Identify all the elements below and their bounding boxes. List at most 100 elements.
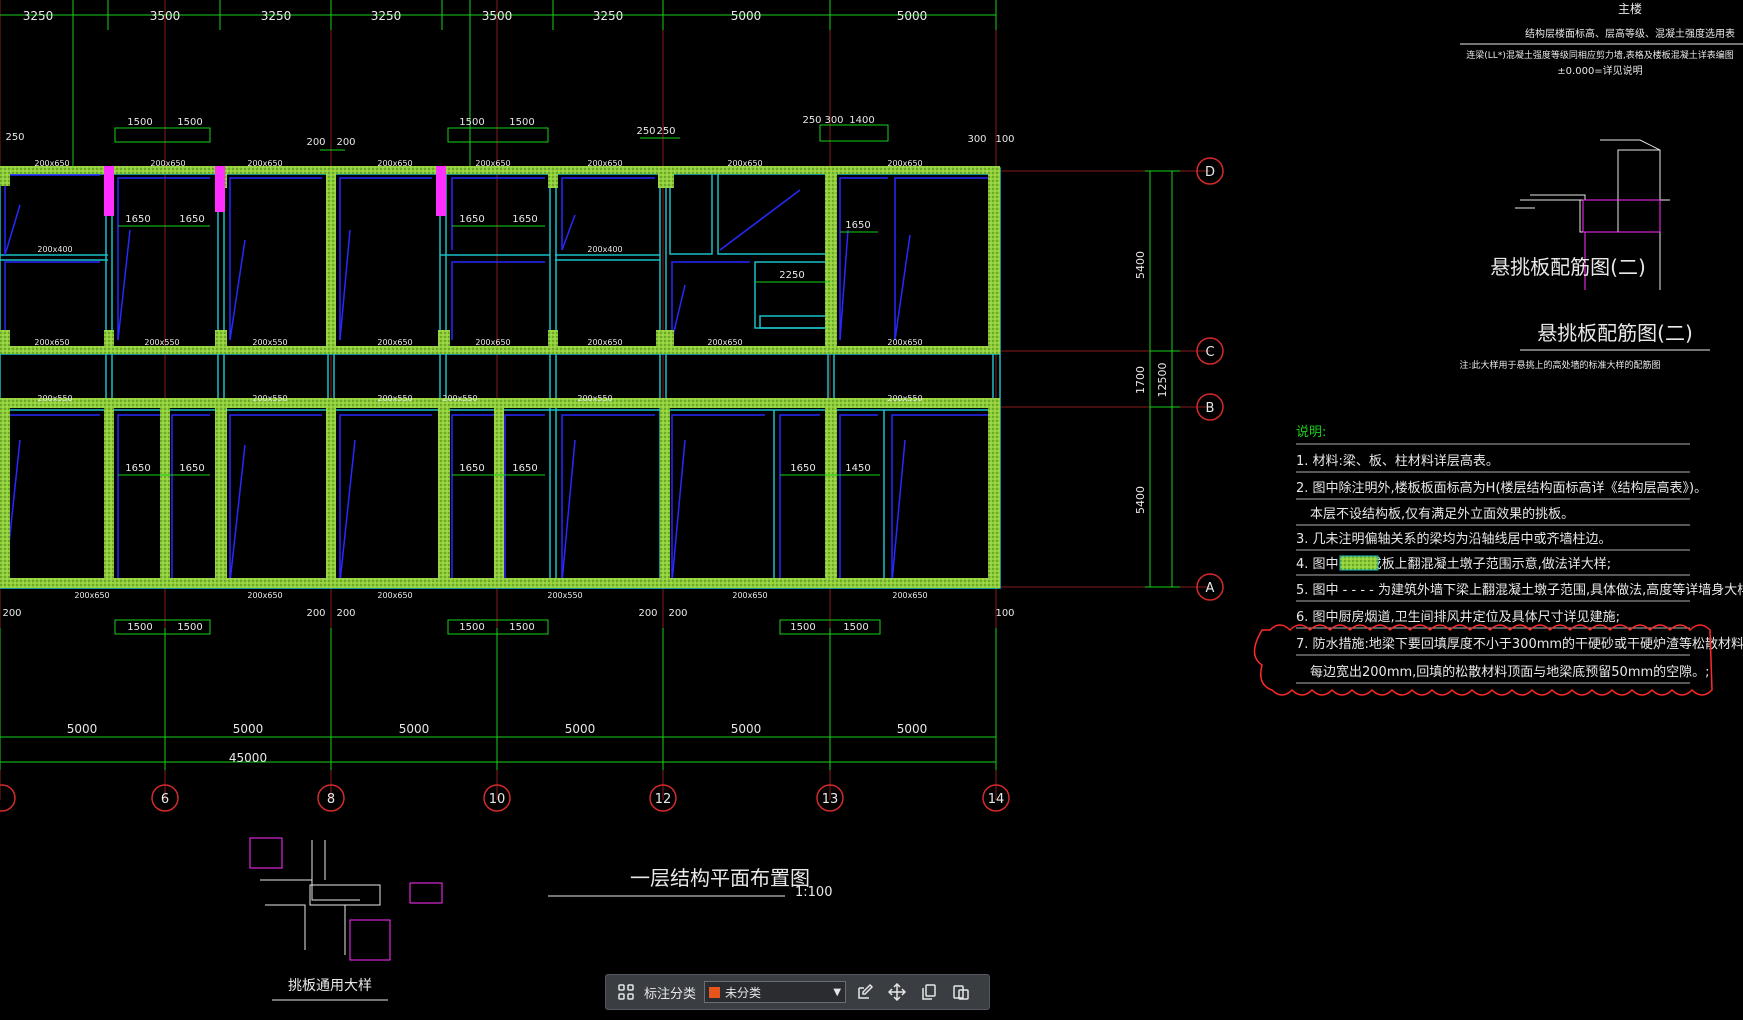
svg-text:13: 13 — [822, 792, 839, 807]
copy-icon[interactable] — [916, 979, 942, 1005]
axis-bubble-labels: 6 8 10 12 13 14 — [161, 792, 1004, 807]
svg-text:2. 图中除注明外,楼板板面标高为H(楼层结构面标高详《结构: 2. 图中除注明外,楼板板面标高为H(楼层结构面标高详《结构层高表》)。 — [1296, 480, 1707, 496]
svg-text:悬挑板配筋图(二): 悬挑板配筋图(二) — [1537, 321, 1693, 345]
svg-text:200: 200 — [2, 608, 21, 619]
svg-text:200x650: 200x650 — [34, 159, 69, 168]
svg-text:C: C — [1205, 345, 1214, 360]
svg-text:250: 250 — [636, 126, 655, 137]
svg-text:200: 200 — [336, 137, 355, 148]
columns — [0, 166, 1000, 588]
svg-text:200x650: 200x650 — [732, 591, 767, 600]
svg-text:1650: 1650 — [845, 220, 870, 231]
svg-text:300: 300 — [824, 115, 843, 126]
svg-text:主楼: 主楼 — [1618, 1, 1642, 16]
svg-text:7. 防水措施:地梁下要回填厚度不小于300mm的干硬砂或干: 7. 防水措施:地梁下要回填厚度不小于300mm的干硬砂或干硬炉渣等松散材料, — [1296, 636, 1743, 652]
grid-icon[interactable] — [614, 980, 638, 1004]
svg-text:200x650: 200x650 — [377, 338, 412, 347]
svg-text:1500: 1500 — [177, 117, 202, 128]
svg-text:200x650: 200x650 — [587, 159, 622, 168]
svg-text:200x550: 200x550 — [144, 338, 179, 347]
svg-text:3. 几未注明偏轴关系的梁均为沿轴线居中或齐墙柱边。: 3. 几未注明偏轴关系的梁均为沿轴线居中或齐墙柱边。 — [1296, 531, 1612, 547]
svg-text:200x650: 200x650 — [247, 591, 282, 600]
svg-text:200x550: 200x550 — [442, 394, 477, 403]
annotation-toolbar: 标注分类 未分类 ▼ — [605, 974, 990, 1010]
category-value: 未分类 — [725, 985, 762, 1000]
svg-text:1450: 1450 — [845, 463, 870, 474]
svg-text:200x650: 200x650 — [475, 159, 510, 168]
svg-text:结构层楼面标高、层高等级、混凝土强度选用表: 结构层楼面标高、层高等级、混凝土强度选用表 — [1525, 27, 1735, 40]
svg-text:200x400: 200x400 — [587, 245, 622, 254]
axis-bubbles-right — [1196, 157, 1224, 601]
svg-text:3250: 3250 — [371, 9, 402, 23]
svg-text:250: 250 — [656, 126, 675, 137]
right-dimension-chain — [1145, 170, 1180, 588]
sub-dimension-texts-bottom: 1500 1500 1500 1500 1500 1500 200 200 20… — [2, 608, 1014, 633]
move-icon[interactable] — [884, 979, 910, 1005]
svg-text:200x650: 200x650 — [727, 159, 762, 168]
svg-text:300: 300 — [967, 134, 986, 145]
svg-text:100: 100 — [995, 608, 1014, 619]
svg-text:200: 200 — [306, 137, 325, 148]
svg-text:5. 图中 - - - - 为建筑外墙下梁上翻混凝土墩子: 5. 图中 - - - - 为建筑外墙下梁上翻混凝土墩子范围,具体做法,高度等详… — [1296, 582, 1743, 598]
axis-bubble-labels-right: D C B A — [1205, 165, 1215, 596]
svg-text:100: 100 — [995, 134, 1014, 145]
svg-text:200x550: 200x550 — [577, 394, 612, 403]
beam-labels: 200x650 200x650 200x650 200x650 200x650 … — [34, 159, 927, 600]
svg-text:200x650: 200x650 — [887, 338, 922, 347]
svg-text:1650: 1650 — [512, 214, 537, 225]
slab-outlines — [4, 174, 988, 583]
svg-text:1500: 1500 — [127, 622, 152, 633]
svg-text:1400: 1400 — [849, 115, 874, 126]
svg-text:一层结构平面布置图: 一层结构平面布置图 — [630, 866, 810, 890]
svg-text:5000: 5000 — [897, 9, 928, 23]
chevron-down-icon: ▼ — [833, 986, 842, 998]
svg-text:1500: 1500 — [459, 117, 484, 128]
svg-text:1650: 1650 — [179, 463, 204, 474]
svg-text:注:此大样用于悬挑上的高处墙的标准大样的配筋图: 注:此大样用于悬挑上的高处墙的标准大样的配筋图 — [1459, 359, 1660, 371]
svg-text:B: B — [1206, 401, 1215, 416]
category-select[interactable]: 未分类 ▼ — [704, 981, 847, 1003]
svg-text:12: 12 — [655, 792, 672, 807]
category-swatch — [709, 986, 721, 998]
svg-text:3250: 3250 — [593, 9, 624, 23]
svg-text:200x650: 200x650 — [707, 338, 742, 347]
paste-icon[interactable] — [948, 979, 974, 1005]
svg-text:200x550: 200x550 — [252, 338, 287, 347]
svg-text:D: D — [1205, 165, 1215, 180]
svg-text:A: A — [1206, 581, 1215, 596]
svg-text:每边宽出200mm,回填的松散材料顶面与地梁底预留50mm的: 每边宽出200mm,回填的松散材料顶面与地梁底预留50mm的空隙。; — [1310, 664, 1710, 680]
svg-text:200x650: 200x650 — [247, 159, 282, 168]
category-label: 标注分类 — [644, 986, 697, 1002]
svg-text:连梁(LL*)混凝土强度等级同相应剪力墙,表格及楼板混凝土详: 连梁(LL*)混凝土强度等级同相应剪力墙,表格及楼板混凝土详表编图 — [1466, 49, 1733, 61]
svg-text:200: 200 — [668, 608, 687, 619]
revision-cloud — [1253, 624, 1713, 696]
svg-text:1650: 1650 — [512, 463, 537, 474]
svg-text:200x550: 200x550 — [547, 591, 582, 600]
svg-text:3250: 3250 — [261, 9, 292, 23]
svg-text:200x650: 200x650 — [377, 159, 412, 168]
svg-text:200x650: 200x650 — [475, 338, 510, 347]
svg-text:说明:: 说明: — [1296, 425, 1326, 440]
svg-text:1650: 1650 — [459, 214, 484, 225]
svg-text:5400: 5400 — [1134, 251, 1147, 279]
svg-text:±0.000=详见说明: ±0.000=详见说明 — [1557, 64, 1642, 77]
svg-text:2250: 2250 — [779, 270, 804, 281]
svg-text:200x650: 200x650 — [74, 591, 109, 600]
svg-text:1500: 1500 — [127, 117, 152, 128]
svg-text:本层不设结构板,仅有满足外立面效果的挑板。: 本层不设结构板,仅有满足外立面效果的挑板。 — [1310, 506, 1574, 522]
detail-title: 挑板通用大样 — [272, 978, 388, 1001]
svg-text:6. 图中厨房烟道,卫生间排风井定位及具体尺寸详见建施;: 6. 图中厨房烟道,卫生间排风井定位及具体尺寸详见建施; — [1296, 609, 1620, 625]
svg-text:200x650: 200x650 — [34, 338, 69, 347]
svg-text:5000: 5000 — [67, 722, 98, 736]
sub-dimensions-bottom — [0, 619, 997, 770]
svg-text:5000: 5000 — [731, 9, 762, 23]
svg-text:200x550: 200x550 — [37, 394, 72, 403]
svg-text:200x650: 200x650 — [587, 338, 622, 347]
notes-section: 说明: 1. 材料:梁、板、柱材料详层高表。 2. 图中除注明外,楼板板面标高为… — [1296, 425, 1743, 684]
svg-text:200x550: 200x550 — [252, 394, 287, 403]
top-dimension-row — [0, 0, 997, 170]
edit-icon[interactable] — [852, 979, 878, 1005]
svg-text:8: 8 — [327, 792, 335, 807]
svg-text:1650: 1650 — [790, 463, 815, 474]
